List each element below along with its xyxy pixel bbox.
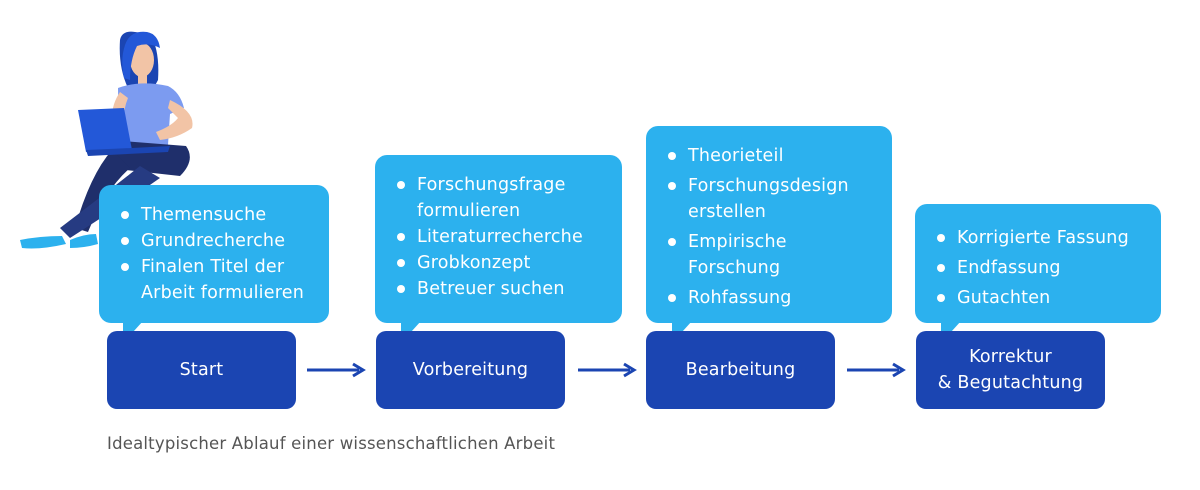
list-item: Endfassung — [935, 255, 1161, 281]
stage-box-start: Start — [107, 331, 296, 409]
list-item: Themensuche — [119, 202, 329, 228]
list-item: Grobkonzept — [395, 250, 622, 276]
list-item: Korrigierte Fassung — [935, 225, 1161, 251]
list-item: Theorieteil — [666, 143, 892, 169]
stage-bubble-korrektur: Korrigierte Fassung Endfassung Gutachten — [915, 204, 1161, 343]
list-item: Rohfassung — [666, 285, 892, 311]
stage-box-bearbeitung: Bearbeitung — [646, 331, 835, 409]
task-list: Theorieteil Forschungsdesign erstellen E… — [666, 143, 892, 311]
stage-bubble-bearbeitung: Theorieteil Forschungsdesign erstellen E… — [646, 126, 892, 343]
arrow-right-icon — [307, 362, 366, 378]
arrow-right-icon — [847, 362, 906, 378]
task-list: Themensuche Grundrecherche Finalen Titel… — [119, 202, 329, 306]
list-item: Finalen Titel der Arbeit formulieren — [119, 254, 329, 306]
list-item: Forschungsdesign erstellen — [666, 173, 892, 225]
list-item: Literaturrecherche — [395, 224, 622, 250]
list-item: Betreuer suchen — [395, 276, 622, 302]
list-item: Gutachten — [935, 285, 1161, 311]
stage-bubble-start: Themensuche Grundrecherche Finalen Titel… — [99, 185, 329, 343]
list-item: Empirische Forschung — [666, 229, 892, 281]
stage-bubble-vorbereitung: Forschungsfrage formulieren Literaturrec… — [375, 155, 622, 343]
stage-box-vorbereitung: Vorbereitung — [376, 331, 565, 409]
task-list: Forschungsfrage formulieren Literaturrec… — [395, 172, 622, 302]
list-item: Forschungsfrage formulieren — [395, 172, 622, 224]
stage-box-korrektur: Korrektur & Begutachtung — [916, 331, 1105, 409]
task-list: Korrigierte Fassung Endfassung Gutachten — [935, 225, 1161, 311]
diagram-caption: Idealtypischer Ablauf einer wissenschaft… — [107, 434, 556, 453]
list-item: Grundrecherche — [119, 228, 329, 254]
arrow-right-icon — [578, 362, 637, 378]
